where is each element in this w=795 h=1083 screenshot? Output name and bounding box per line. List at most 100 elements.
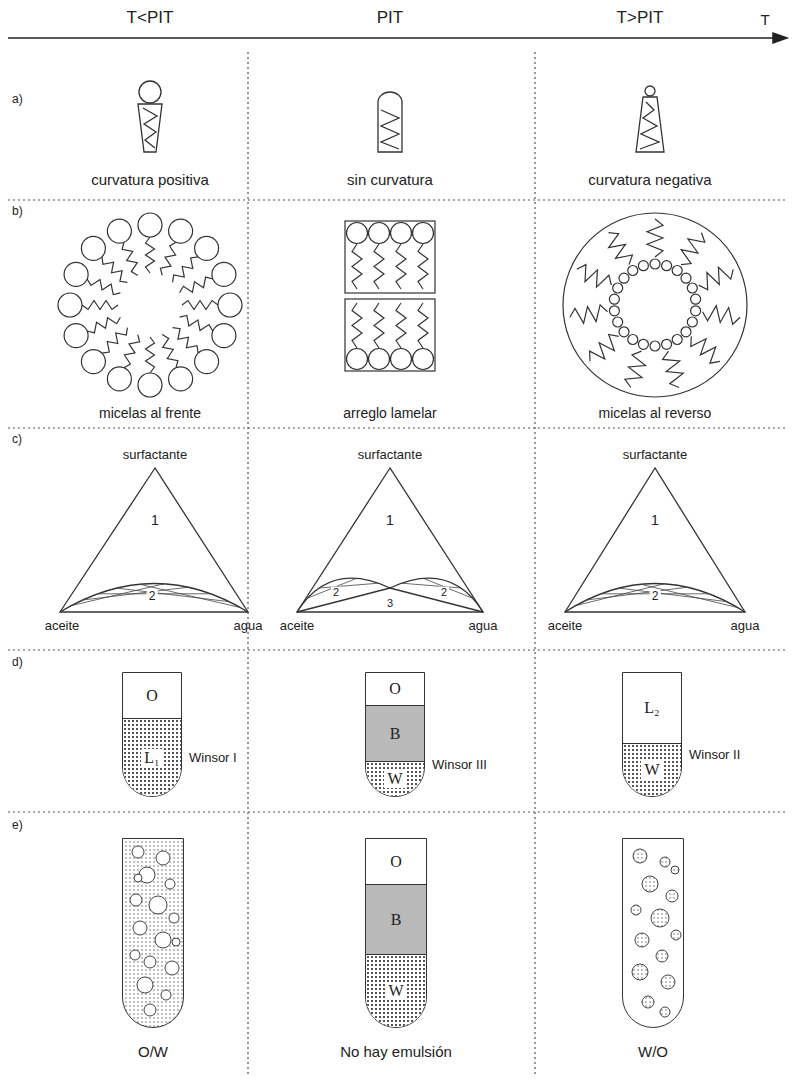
column-divider (534, 52, 535, 1075)
phase-symbol: L₁ (141, 749, 162, 767)
surfactant-head (681, 273, 691, 283)
surfactant-head (650, 259, 660, 269)
surfactant-tail (570, 305, 608, 324)
water-droplet (631, 905, 641, 915)
surfactant-head (613, 317, 623, 327)
test-tube: Winsor IIIOBW (365, 672, 425, 797)
surfactant-head (138, 213, 162, 237)
surfactant-head (391, 349, 412, 370)
surfactant-tail (122, 242, 138, 275)
surfactant-tail (577, 265, 612, 288)
surfactant-tail (699, 267, 734, 289)
surfactant-tail (102, 257, 128, 283)
surfactant-tail (374, 244, 384, 289)
phase-region: L₁ (123, 718, 181, 796)
surfactant-head (107, 219, 131, 243)
vertex-label: aceite (280, 619, 315, 634)
tie-line (139, 584, 240, 607)
surfactant-tail (352, 303, 362, 348)
binodal-curve (60, 584, 248, 613)
surfactant-tail (180, 315, 213, 331)
surfactant-head (672, 266, 682, 276)
water-droplet (632, 964, 648, 980)
micelle-drawings (58, 213, 747, 397)
surfactant-tail (625, 351, 646, 387)
emulsion-fills (122, 838, 184, 1028)
phase-region: W (366, 954, 426, 1027)
water-droplet (661, 975, 675, 989)
surfactant-tail (173, 328, 199, 354)
phase-region: B (366, 705, 424, 761)
surfactant-head (628, 335, 638, 345)
region-number: 2 (147, 590, 158, 602)
water-droplet (642, 996, 654, 1008)
caption-text: micelas al reverso (599, 405, 712, 421)
surfactant-head (650, 341, 660, 351)
row-divider (8, 811, 787, 812)
water-droplet (660, 857, 670, 867)
water-droplet (642, 876, 658, 892)
surfactant-head (687, 283, 697, 293)
oil-droplet (155, 932, 171, 948)
surfactant-tail (647, 219, 663, 257)
phase-symbol: B (387, 725, 404, 743)
oil-droplet (130, 950, 140, 960)
oil-droplet (169, 913, 179, 923)
surfactant-tail (396, 244, 406, 289)
surfactant-head (169, 367, 193, 391)
column-divider (247, 52, 248, 1075)
vertex-label: agua (234, 619, 263, 634)
surfactant-cone (138, 104, 162, 152)
tie-line (319, 583, 378, 588)
surfactant-head (391, 223, 412, 244)
surfactant-head (681, 327, 691, 337)
surfactant-head (619, 327, 629, 337)
surfactant-cylinder (378, 92, 402, 152)
vertex-label: aceite (45, 619, 80, 634)
surfactant-head (212, 324, 236, 348)
surfactant-head (64, 324, 88, 348)
surfactant-head (195, 236, 219, 260)
row-divider (8, 649, 787, 650)
surfactant-head (218, 293, 242, 317)
surfactant-tail (418, 303, 428, 348)
vertex-label: surfactante (623, 448, 687, 463)
tie-line (402, 583, 461, 588)
phase-symbol: W (385, 982, 406, 1000)
vertex-label: surfactante (123, 448, 187, 463)
surfactant-head (645, 86, 655, 96)
lamella-outline (345, 299, 435, 371)
surfactant-tail (87, 279, 120, 295)
phase-triangle (565, 468, 745, 612)
surfactant-head (413, 223, 434, 244)
phase-symbol: O (387, 853, 405, 871)
phase-region: O (123, 673, 181, 718)
row-label: c) (12, 433, 22, 447)
system-label: O/W (138, 1043, 168, 1060)
caption-text: sin curvatura (347, 171, 433, 188)
water-droplet (635, 933, 649, 947)
surfactant-head (139, 81, 161, 103)
row-label: e) (12, 819, 23, 833)
surfactant-tail (180, 277, 213, 293)
test-tube: O/W (122, 838, 184, 1028)
surfactant-tail (681, 233, 705, 265)
water-droplet (660, 1007, 670, 1017)
surfactant-head (195, 350, 219, 374)
oil-droplet (149, 896, 167, 914)
row-divider (8, 199, 787, 200)
test-tube: Winsor IIL₂W (622, 672, 682, 797)
oil-droplet (144, 956, 156, 968)
surfactant-tail (352, 244, 362, 289)
region-number: 2 (331, 587, 341, 598)
row-divider (8, 427, 787, 428)
surfactant-tail (160, 242, 176, 275)
tie-line (641, 584, 738, 607)
surfactant-tail (691, 336, 720, 363)
temperature-axis (8, 33, 787, 43)
water-droplet (656, 950, 668, 962)
surfactant-head (628, 266, 638, 276)
vertex-label: surfactante (358, 448, 422, 463)
phase-triangle (297, 468, 483, 612)
